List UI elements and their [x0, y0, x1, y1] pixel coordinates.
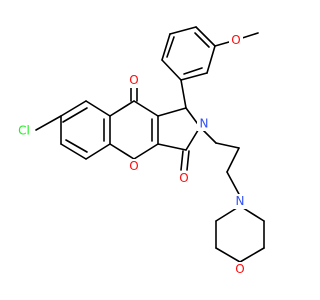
lactam-oxygen-label: O [179, 171, 188, 185]
chlorine-atom-label: Cl [18, 124, 30, 138]
bond [65, 139, 88, 153]
bond [109, 100, 135, 117]
ring-nitrogen-label: N [200, 117, 209, 131]
bond [180, 72, 208, 81]
bond [35, 115, 62, 131]
bond [161, 59, 182, 81]
bond [133, 100, 159, 117]
bond [169, 26, 197, 35]
bond [215, 247, 241, 263]
bond [215, 142, 240, 149]
bond [60, 100, 87, 117]
bond [186, 150, 190, 171]
morpholine-nitrogen-label: N [236, 194, 245, 208]
bond [85, 100, 111, 117]
molecule-structure: Cl O O O N O N O [13, 26, 265, 277]
atom-labels: Cl O O O N O N O [13, 32, 247, 277]
bond [161, 33, 171, 61]
bond [157, 143, 187, 151]
bond [226, 171, 241, 197]
structure-canvas: Cl O O O N O N O [13, 26, 265, 277]
bond [60, 143, 87, 160]
bond [183, 67, 203, 75]
bond [166, 36, 175, 58]
bond [226, 147, 240, 173]
bond [157, 107, 187, 117]
ketone-oxygen-label: O [129, 73, 138, 87]
bonds [35, 26, 265, 263]
bond [195, 26, 216, 47]
morpholine-oxygen-label: O [235, 262, 244, 276]
bond [109, 143, 135, 160]
bond [133, 143, 159, 160]
bond [180, 79, 187, 109]
bond [206, 45, 216, 74]
bond [85, 143, 111, 160]
bond [62, 107, 88, 123]
pyran-oxygen-label: O [129, 159, 138, 173]
bond [180, 150, 184, 171]
methoxy-oxygen-label: O [231, 33, 240, 47]
bond [194, 32, 210, 48]
bond [239, 247, 265, 263]
